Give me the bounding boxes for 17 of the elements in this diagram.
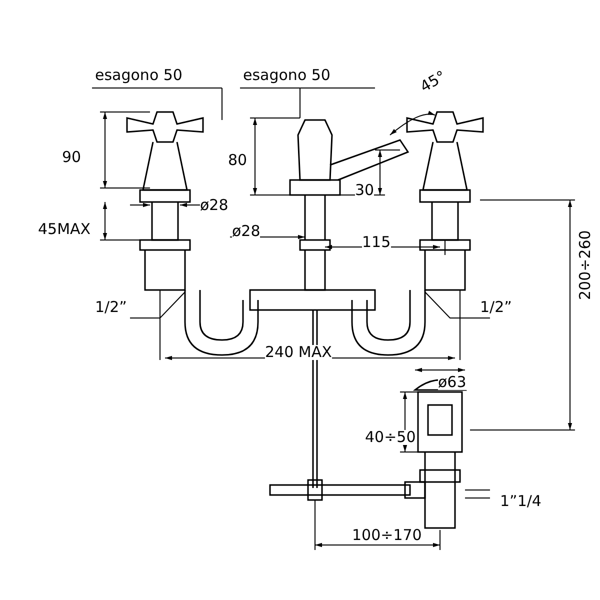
dimension-label: 100÷170 (352, 528, 422, 543)
dimension-label: 200÷260 (578, 230, 593, 300)
dimension-label: 40÷50 (365, 430, 416, 445)
dimension-label: 30 (355, 183, 374, 198)
dimension-label: ø28 (200, 198, 228, 213)
dimension-label: ø28 (232, 224, 260, 239)
dimension-label: 80 (228, 153, 248, 168)
dimension-label: 45MAX (38, 222, 91, 237)
dimension-label: esagono 50 (95, 68, 182, 83)
dimension-label: 115 (362, 235, 391, 250)
dimension-label: 1”1/4 (500, 494, 542, 509)
dimension-label: 1/2” (95, 300, 127, 315)
dimension-label: 1/2” (480, 300, 512, 315)
dimension-label: esagono 50 (243, 68, 330, 83)
dimension-label: 240 MAX (265, 345, 332, 360)
dimension-label: ø63 (438, 375, 466, 390)
dimension-label: 90 (62, 150, 82, 165)
